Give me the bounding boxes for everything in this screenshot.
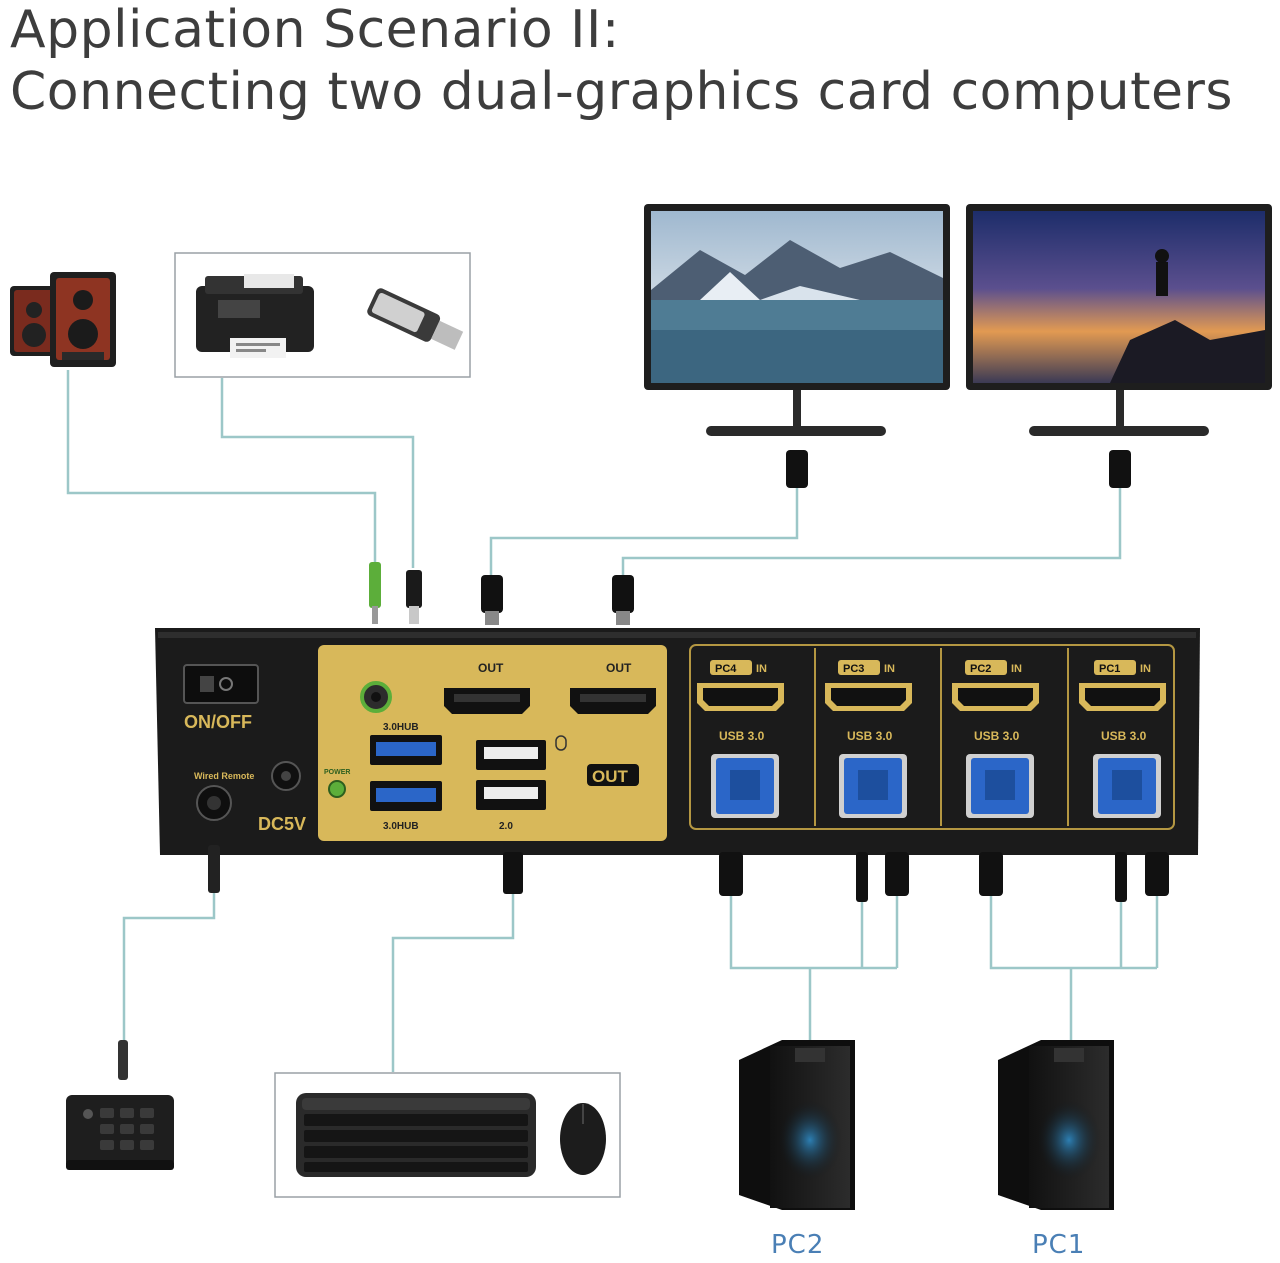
usb-plug-icon [885, 852, 909, 896]
monitor-b-icon [966, 204, 1272, 436]
remote-plug-icon [208, 845, 220, 893]
dc-label: DC5V [258, 814, 306, 834]
power-switch-label: ON/OFF [184, 712, 252, 732]
hdmi-out-2-label: OUT [606, 661, 632, 675]
pc1-cable-bundle [989, 895, 1157, 970]
usb-hub-bottom-label: 3.0HUB [383, 821, 419, 832]
input-column-pc3 [825, 660, 912, 818]
pc4-in-suffix: IN [756, 663, 767, 675]
input-column-pc4 [697, 660, 784, 818]
input-column-pc1 [1079, 660, 1166, 818]
hdmi-plug-icon [719, 852, 743, 896]
hdmi-plug-icon [612, 575, 634, 625]
usb-plug-icon [503, 852, 523, 894]
diagram-title-line-1: Application Scenario II: [10, 0, 620, 60]
pc1-usb-label: USB 3.0 [1101, 729, 1147, 743]
power-led [328, 780, 346, 798]
pc2-in-label: PC2 [970, 663, 991, 675]
pc4-usb-label: USB 3.0 [719, 729, 765, 743]
printer-cable [220, 378, 415, 568]
pc3-in-suffix: IN [884, 663, 895, 675]
peripherals-box [174, 252, 471, 378]
pc1-label: PC1 [1032, 1230, 1086, 1260]
usb-drive-icon [367, 288, 464, 350]
pc2-cable-bundle [729, 895, 897, 970]
printer-icon [196, 274, 314, 358]
pc3-in-label: PC3 [843, 663, 864, 675]
pc1-in-suffix: IN [1140, 663, 1151, 675]
pc2-usb-label: USB 3.0 [974, 729, 1020, 743]
pc2-label: PC2 [771, 1230, 825, 1260]
hdmi-plug-icon [856, 852, 868, 902]
usb-plug-icon [1145, 852, 1169, 896]
pc4-in-label: PC4 [715, 663, 737, 675]
hdmi-plug-icon [786, 450, 808, 488]
hdmi-plug-icon [979, 852, 1003, 896]
wired-remote-icon [66, 1040, 174, 1170]
monitor-a-icon [644, 204, 950, 436]
monitor-b-cable [621, 488, 1122, 575]
usb-plug-icon [406, 570, 422, 624]
input-column-pc2 [952, 660, 1039, 818]
keyboard-cable [391, 892, 515, 1072]
audio-plug-icon [369, 562, 381, 624]
cables [66, 370, 1159, 1072]
usb2-label: 2.0 [499, 821, 513, 832]
pc3-usb-label: USB 3.0 [847, 729, 893, 743]
wired-remote-label: Wired Remote [194, 771, 254, 781]
input-panel [689, 644, 1175, 830]
out-badge-label: OUT [592, 767, 629, 786]
hdmi-plug-icon [1109, 450, 1131, 488]
hdmi-out-1-label: OUT [478, 661, 504, 675]
pc2-in-suffix: IN [1011, 663, 1022, 675]
speakers-icon [10, 272, 116, 367]
speaker-cable [66, 370, 377, 568]
usb-hub-top-label: 3.0HUB [383, 722, 419, 733]
hdmi-plug-icon [481, 575, 503, 625]
mouse-icon [560, 1103, 606, 1175]
kvm-switch [155, 628, 1200, 855]
pc2-tower-icon [739, 1040, 855, 1210]
input-devices-box [274, 1072, 621, 1198]
keyboard-icon [296, 1093, 536, 1177]
power-led-label: POWER [324, 769, 350, 776]
pc1-tower-icon [998, 1040, 1114, 1210]
mouse-symbol-icon [555, 735, 567, 751]
diagram-title-line-2: Connecting two dual-graphics card comput… [10, 62, 1233, 122]
hdmi-plug-icon [1115, 852, 1127, 902]
monitor-a-cable [489, 488, 799, 575]
remote-cable [122, 892, 216, 1042]
pc1-in-label: PC1 [1099, 663, 1120, 675]
